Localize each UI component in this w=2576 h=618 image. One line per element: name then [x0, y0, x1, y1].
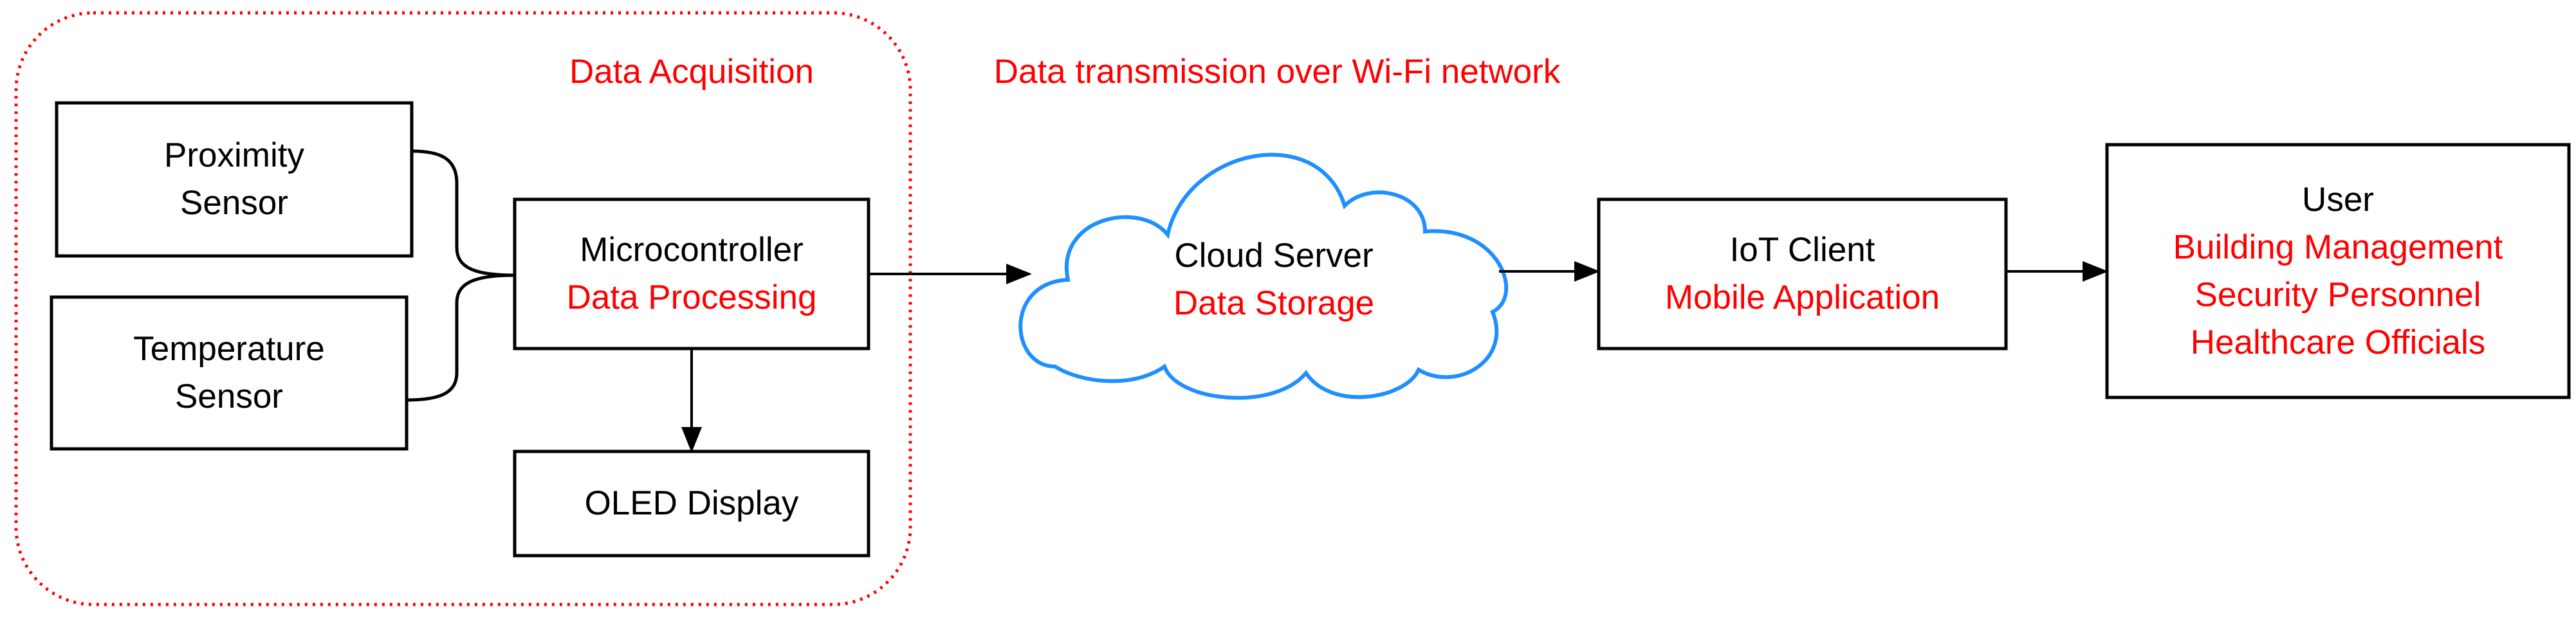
proximity-sensor-box: [55, 101, 414, 258]
microcontroller-title: Microcontroller: [580, 231, 804, 269]
sensor-brace: [406, 149, 515, 402]
transmission-label: Data transmission over Wi-Fi network: [939, 46, 1615, 98]
user-role-building-management: Building Management: [2173, 228, 2503, 266]
user-role-security-personnel: Security Personnel: [2194, 275, 2481, 314]
iot-client-box: [1597, 197, 2008, 350]
user-label: User Building Management Security Person…: [2107, 145, 2569, 397]
temperature-sensor-line1: Temperature: [133, 330, 325, 368]
microcontroller-label: Microcontroller Data Processing: [515, 199, 869, 349]
microcontroller-subtitle: Data Processing: [566, 278, 817, 316]
oled-display-title: OLED Display: [584, 484, 799, 522]
transmission-label-text: Data transmission over Wi-Fi network: [993, 53, 1561, 91]
oled-display-box: [513, 450, 870, 558]
temperature-sensor-label: Temperature Sensor: [51, 297, 407, 449]
oled-display-label: OLED Display: [515, 451, 869, 556]
temperature-sensor-line2: Sensor: [175, 377, 283, 415]
user-role-healthcare-officials: Healthcare Officials: [2190, 323, 2486, 361]
proximity-sensor-label: Proximity Sensor: [57, 103, 412, 256]
iot-client-subtitle: Mobile Application: [1664, 278, 1940, 316]
iot-client-title: IoT Client: [1729, 231, 1875, 269]
cloud-server-title: Cloud Server: [1174, 237, 1374, 275]
cloud-server-label: Cloud Server Data Storage: [1107, 219, 1441, 341]
cloud-server-subtitle: Data Storage: [1173, 284, 1375, 322]
proximity-sensor-line1: Proximity: [164, 136, 304, 174]
temperature-sensor-box: [50, 295, 409, 451]
cloud-shape: [1018, 152, 1509, 400]
acquisition-group-label: Data Acquisition: [515, 46, 869, 98]
user-title: User: [2302, 180, 2374, 219]
user-box: [2105, 143, 2571, 399]
iot-client-label: IoT Client Mobile Application: [1599, 199, 2006, 349]
proximity-sensor-line2: Sensor: [180, 184, 288, 222]
acquisition-group-label-text: Data Acquisition: [569, 53, 814, 91]
